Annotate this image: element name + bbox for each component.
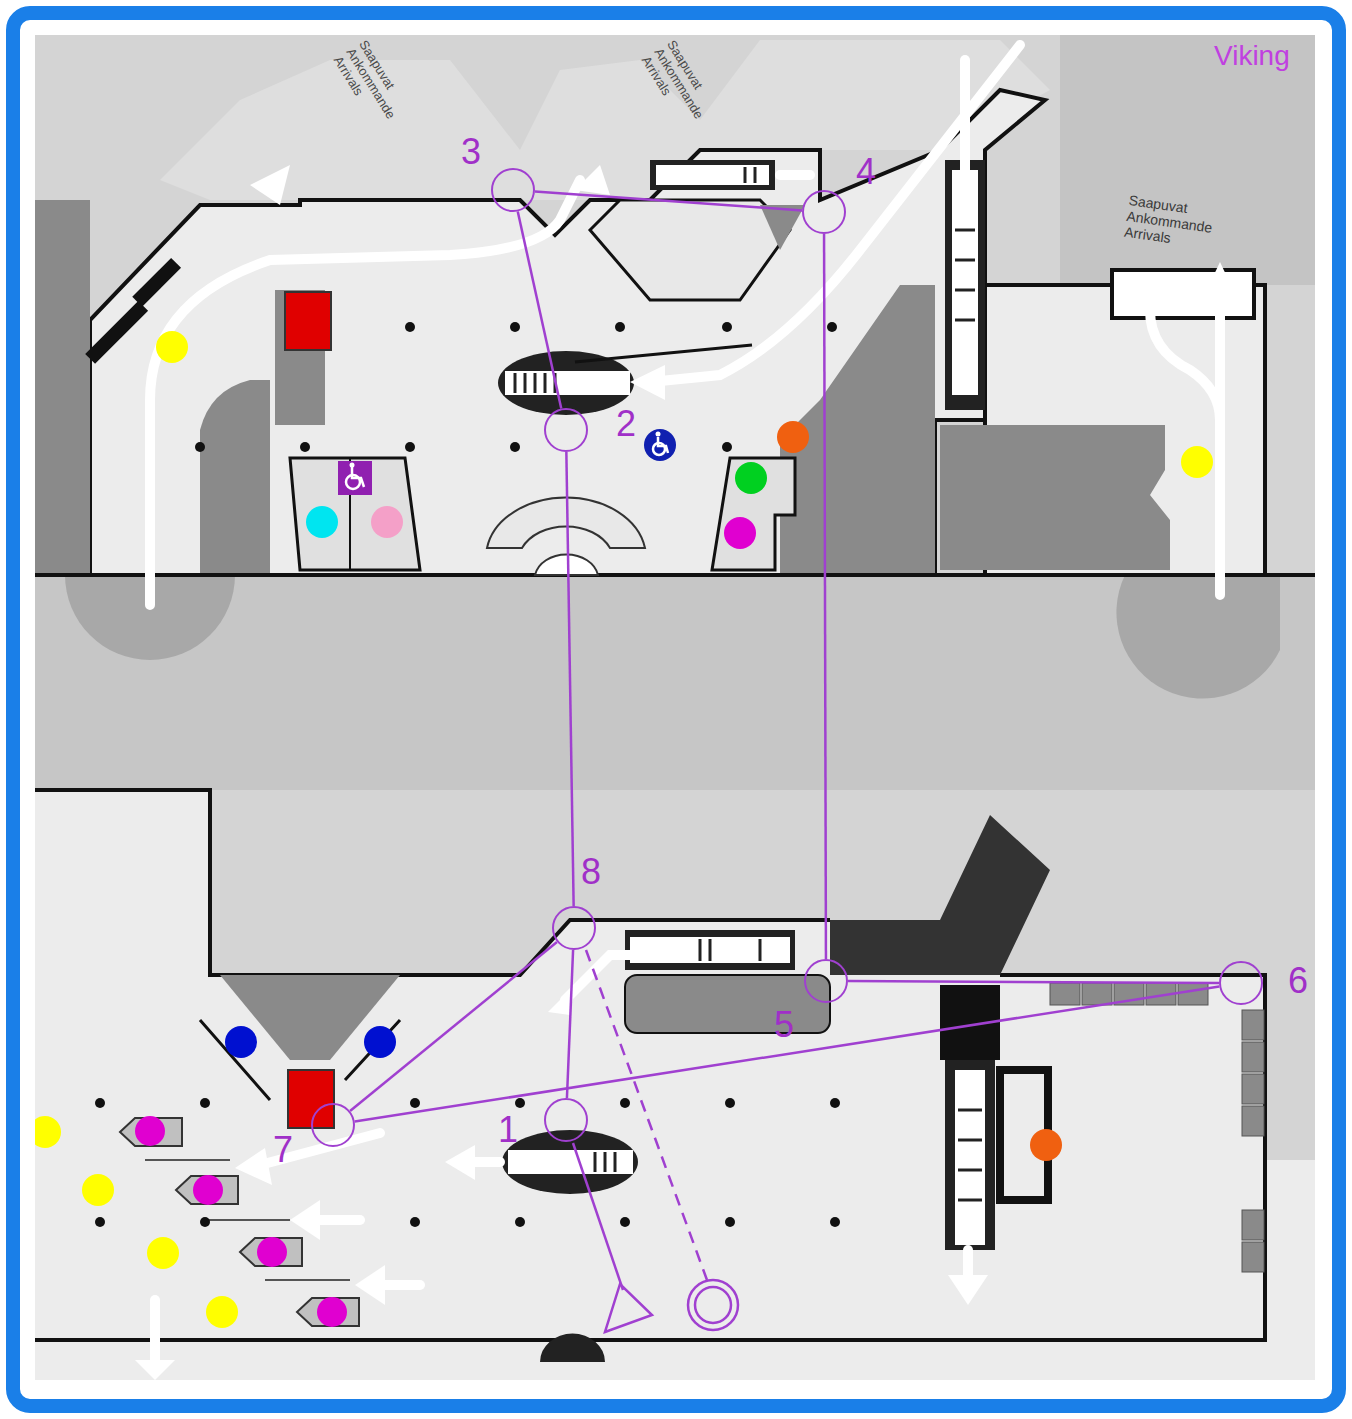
callout-number: 7 bbox=[273, 1130, 293, 1170]
route-circle: 2 bbox=[544, 408, 588, 452]
callout-number: 2 bbox=[616, 404, 636, 444]
callout-number: 4 bbox=[856, 152, 876, 192]
route-circle: 8 bbox=[552, 906, 596, 950]
callout-number: 3 bbox=[461, 132, 481, 172]
route-circle: 4 bbox=[802, 190, 846, 234]
route-line bbox=[566, 452, 573, 906]
route-circle: 6 bbox=[1219, 961, 1263, 1005]
operator-label: Viking bbox=[1214, 40, 1314, 72]
callout-number: 8 bbox=[581, 852, 601, 892]
callout-number: 1 bbox=[498, 1110, 518, 1150]
route-line bbox=[355, 986, 1220, 1121]
route-circle: 5 bbox=[804, 959, 848, 1003]
route-circle: 3 bbox=[491, 168, 535, 212]
route-circle: 1 bbox=[544, 1098, 588, 1142]
route-line bbox=[350, 942, 557, 1111]
route-line bbox=[567, 950, 573, 1098]
route-circle: 7 bbox=[311, 1103, 355, 1147]
route-line bbox=[824, 234, 826, 959]
route-line bbox=[535, 192, 802, 211]
route-line bbox=[848, 981, 1219, 983]
callout-number: 6 bbox=[1288, 961, 1308, 1001]
callout-number: 5 bbox=[774, 1005, 794, 1045]
route-line bbox=[518, 211, 562, 408]
